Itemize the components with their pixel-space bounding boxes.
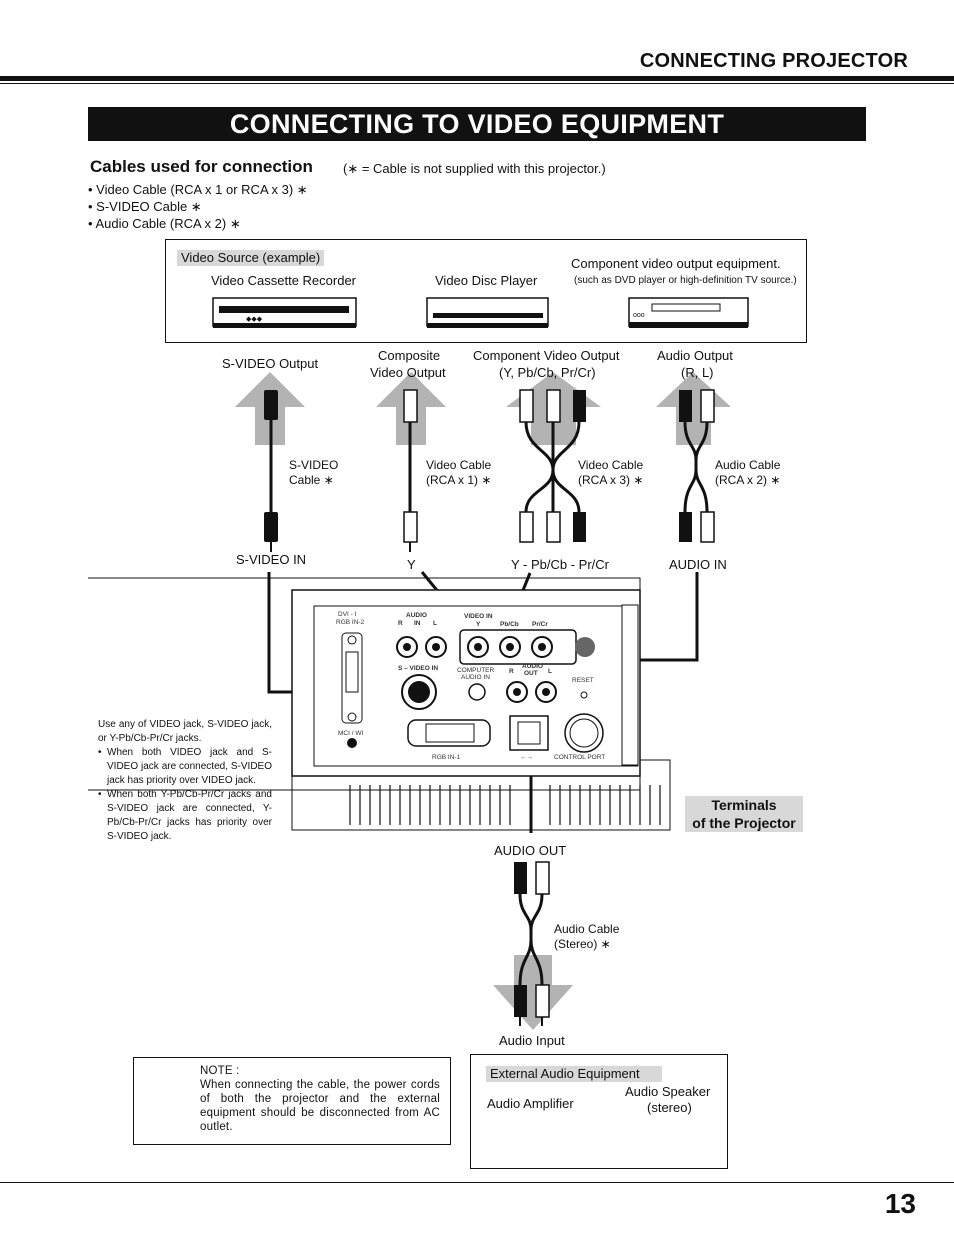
panel-y: Y [476,621,481,628]
svideo-cable [264,390,278,552]
section-header: CONNECTING PROJECTOR [639,50,908,72]
external-audio-tag: External Audio Equipment [486,1066,662,1082]
audio-cable-label-1: Audio Cable [715,458,781,472]
vdp-label: Video Disc Player [435,273,538,288]
panel-computer-1: COMPUTER [457,667,495,674]
svideo-cable-label-2: Cable ∗ [289,473,334,487]
panel-audio-r: R [398,620,403,627]
speaker-label-1: Audio Speaker [625,1084,711,1099]
panel-audio-out-1: AUDIO [522,663,543,670]
svg-text:◆◆◆: ◆◆◆ [246,316,263,323]
cable-item: • Video Cable (RCA x 1 or RCA x 3) ∗ [88,182,308,197]
y-label: Y [407,557,416,572]
audio-out-label: AUDIO OUT [494,843,567,858]
audio-cable-label-2: (RCA x 2) ∗ [715,473,781,487]
vcr-label: Video Cassette Recorder [211,273,357,288]
panel-computer-2: AUDIO IN [461,674,490,681]
audio-input-label: Audio Input [499,1033,565,1048]
cables-note: (∗ = Cable is not supplied with this pro… [343,161,606,176]
stereo-cable-label-2: (Stereo) ∗ [554,937,611,951]
svideo-cable-label-1: S-VIDEO [289,458,339,472]
component-output-label-1: Component Video Output [473,348,620,363]
side-note: Use any of VIDEO jack, S-VIDEO jack, or … [98,718,272,844]
note-text: NOTE : When connecting the cable, the po… [200,1064,440,1134]
cable-item: • Audio Cable (RCA x 2) ∗ [88,216,241,231]
cable-item: • S-VIDEO Cable ∗ [88,199,202,214]
component-output-label-2: (Y, Pb/Cb, Pr/Cr) [499,365,596,380]
panel-audio-out-r: R [509,668,514,675]
video3-cable-label-2: (RCA x 3) ∗ [578,473,644,487]
terminals-line-2: of the Projector [692,815,796,831]
panel-dvi: DVI - I [338,611,357,618]
terminals-line-1: Terminals [711,797,777,813]
panel-mci: MCI / WI [338,730,364,737]
footer-rule [0,1182,954,1183]
vcr-icon: ◆◆◆ [212,297,357,328]
amplifier-label: Audio Amplifier [487,1096,574,1111]
header-rule-thin [0,83,954,84]
disc-player-icon [426,297,549,328]
terminals-label: Terminals of the Projector [685,796,803,832]
side-note-item: When both Y-Pb/Cb-Pr/Cr jacks and S-VIDE… [98,788,272,844]
note-box [133,1057,451,1145]
panel-audio-l: L [433,620,437,627]
speaker-label-2: (stereo) [647,1100,692,1115]
composite-label-2: Video Output [370,365,446,380]
panel-usb: ←→ [520,754,533,761]
panel-reset: RESET [572,677,594,684]
video1-cable-label-1: Video Cable [426,458,492,472]
component-cable [519,389,586,543]
svideo-in-label: S-VIDEO IN [236,552,307,567]
component-note: (such as DVD player or high-definition T… [574,275,797,286]
stereo-cable [514,861,550,1026]
stereo-cable-label-1: Audio Cable [554,922,620,936]
header-rule [0,76,954,81]
video-source-tag: Video Source (example) [177,250,325,266]
page-title: CONNECTING TO VIDEO EQUIPMENT [88,107,866,141]
svg-text:ooo: ooo [633,312,645,319]
cables-heading: Cables used for connection [90,157,313,176]
audio-in-label: AUDIO IN [669,557,727,572]
video3-cable-label-1: Video Cable [578,458,644,472]
panel-pr: Pr/Cr [532,621,548,628]
panel-rgb2: RGB IN-2 [336,619,365,626]
side-note-item: When both VIDEO jack and S-VIDEO jack ar… [98,746,272,788]
audio-output-label-2: (R, L) [681,365,714,380]
page-number: 13 [884,1188,916,1219]
ypbpr-label: Y - Pb/Cb - Pr/Cr [511,557,610,572]
dvd-player-icon: ooo [628,297,749,328]
audio-output-label-1: Audio Output [657,348,733,363]
panel-svideo-in: S – VIDEO IN [398,665,439,672]
svideo-output-label: S-VIDEO Output [222,356,319,371]
panel-control: CONTROL PORT [554,754,606,761]
side-note-intro: Use any of VIDEO jack, S-VIDEO jack, or … [98,719,272,744]
projector-panel [88,577,671,831]
panel-audio: AUDIO [406,612,427,619]
note-heading: NOTE : [200,1065,240,1077]
composite-label-1: Composite [378,348,441,363]
panel-audio-out-l: L [548,668,552,675]
panel-rgb1: RGB IN-1 [432,754,461,761]
note-body: When connecting the cable, the power cor… [200,1079,440,1133]
panel-audio-in: IN [414,620,421,627]
panel-video-in: VIDEO IN [464,613,493,620]
panel-audio-out-2: OUT [524,670,538,677]
composite-cable [403,389,418,552]
audio-cable [679,389,715,543]
panel-pb: Pb/Cb [500,621,519,628]
video1-cable-label-2: (RCA x 1) ∗ [426,473,492,487]
component-label: Component video output equipment. [571,256,781,271]
